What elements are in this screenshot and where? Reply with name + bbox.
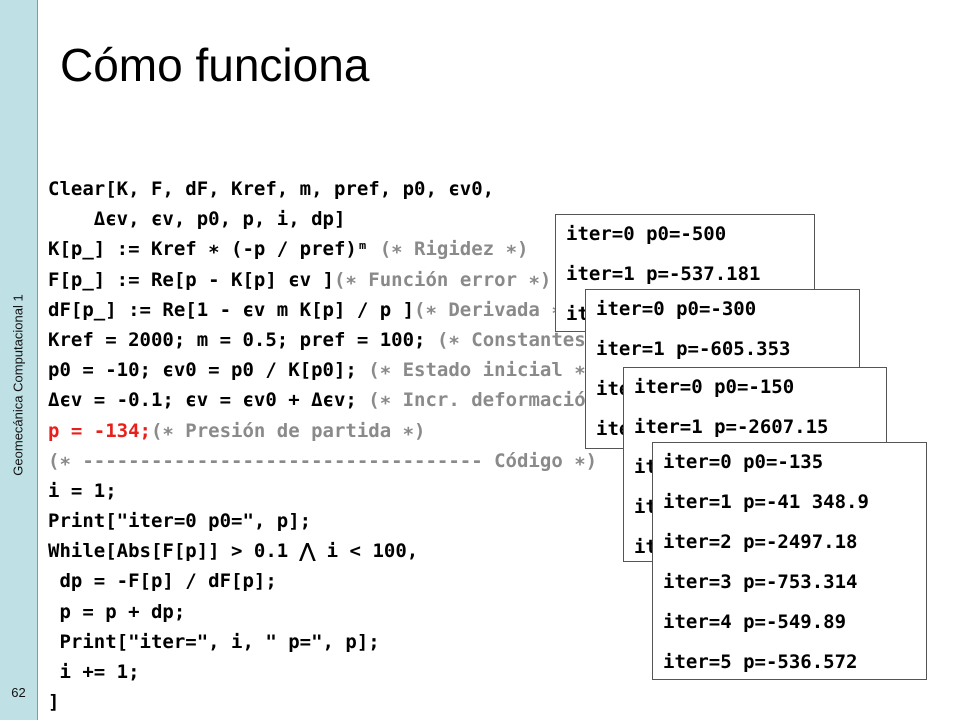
code-text: While[Abs[F[p]] > 0.1 ⋀ i < 100, xyxy=(48,540,419,563)
code-line: Δϵv, ϵv, p0, p, i, dp] xyxy=(48,204,631,234)
sidebar-course-label: Geomecánica Computacional 1 xyxy=(10,294,26,476)
code-line: Δϵv = -0.1; ϵv = ϵv0 + Δϵv; (∗ Incr. def… xyxy=(48,385,631,415)
code-line: p = -134;(∗ Presión de partida ∗) xyxy=(48,416,631,446)
code-comment: (∗ Estado inicial ∗) xyxy=(368,359,598,382)
code-text: Kref = 2000; m = 0.5; pref = 100; xyxy=(48,328,437,351)
output-row: iter=1 p=-2607.15 xyxy=(634,416,829,438)
code-text: dp = -F[p] / dF[p]; xyxy=(48,570,277,593)
slide-title: Cómo funciona xyxy=(60,39,370,91)
code-text: Print["iter=", i, " p=", p]; xyxy=(48,630,380,653)
slide-number: 62 xyxy=(11,685,26,700)
output-row: iter=0 p0=-500 xyxy=(566,223,727,245)
code-line: While[Abs[F[p]] > 0.1 ⋀ i < 100, xyxy=(48,536,631,566)
output-row: iter=1 p=-41 348.9 xyxy=(663,491,869,513)
code-text: p = p + dp; xyxy=(48,600,186,623)
code-line: Clear[K, F, dF, Kref, m, pref, p0, ϵv0, xyxy=(48,174,631,204)
code-text: i = 1; xyxy=(48,479,117,502)
code-line: F[p_] := Re[p - K[p] ϵv ](∗ Función erro… xyxy=(48,265,631,295)
output-row: iter=4 p=-549.89 xyxy=(663,611,847,633)
code-text: Clear[K, F, dF, Kref, m, pref, p0, ϵv0, xyxy=(48,178,495,200)
code-text: p0 = -10; ϵv0 = p0 / K[p0]; xyxy=(48,359,369,382)
code-text: dF[p_] := Re[1 - ϵv m K[p] / p ] xyxy=(48,298,415,321)
code-text: Δϵv = -0.1; ϵv = ϵv0 + Δϵv; xyxy=(48,389,369,412)
code-comment: (∗ Función error ∗) xyxy=(333,268,552,291)
output-row: iter=0 p0=-150 xyxy=(634,376,795,398)
output-row: iter=1 p=-537.181 xyxy=(566,263,761,285)
code-line: i = 1; xyxy=(48,476,631,506)
output-row: iter=5 p=-536.572 xyxy=(663,651,858,673)
output-row: iter=2 p=-2497.18 xyxy=(663,531,858,553)
output-row: iter=1 p=-605.353 xyxy=(596,338,791,360)
code-line: K[p_] := Kref ∗ (-p / pref)ᵐ (∗ Rigidez … xyxy=(48,234,631,264)
code-line: dF[p_] := Re[1 - ϵv m K[p] / p ](∗ Deriv… xyxy=(48,295,631,325)
code-text: Print["iter=0 p0=", p]; xyxy=(48,510,312,533)
code-block: Clear[K, F, dF, Kref, m, pref, p0, ϵv0, … xyxy=(48,174,631,717)
output-row: iter=0 p0=-300 xyxy=(596,298,757,320)
code-text: p = -134; xyxy=(48,419,151,442)
code-comment: (∗ Derivada ∗) xyxy=(414,298,575,321)
code-line: dp = -F[p] / dF[p]; xyxy=(48,566,631,596)
code-line: (∗ ----------------------------------- C… xyxy=(48,446,631,476)
output-row: iter=0 p0=-135 xyxy=(663,451,824,473)
code-line: ] xyxy=(48,687,631,717)
code-text: i += 1; xyxy=(48,661,140,683)
code-line: p0 = -10; ϵv0 = p0 / K[p0]; (∗ Estado in… xyxy=(48,355,631,385)
code-comment: (∗ Presión de partida ∗) xyxy=(150,419,426,442)
code-text: Δϵv, ϵv, p0, p, i, dp] xyxy=(48,208,346,231)
code-line: Print["iter=0 p0=", p]; xyxy=(48,506,631,536)
code-text: F[p_] := Re[p - K[p] ϵv ] xyxy=(48,268,334,291)
code-comment: (∗ Rigidez ∗) xyxy=(379,238,529,261)
sidebar: Geomecánica Computacional 1 62 xyxy=(0,0,38,720)
code-line: Print["iter=", i, " p=", p]; xyxy=(48,627,631,657)
code-comment: (∗ ----------------------------------- C… xyxy=(48,449,598,472)
code-line: Kref = 2000; m = 0.5; pref = 100; (∗ Con… xyxy=(48,325,631,355)
code-text: K[p_] := Kref ∗ (-p / pref)ᵐ xyxy=(48,238,380,261)
code-text: ] xyxy=(48,691,60,714)
code-line: p = p + dp; xyxy=(48,597,631,627)
code-line: i += 1; xyxy=(48,657,631,687)
output-row: iter=3 p=-753.314 xyxy=(663,571,858,593)
output-panel-4: iter=0 p0=-135 iter=1 p=-41 348.9 iter=2 p… xyxy=(652,442,927,680)
